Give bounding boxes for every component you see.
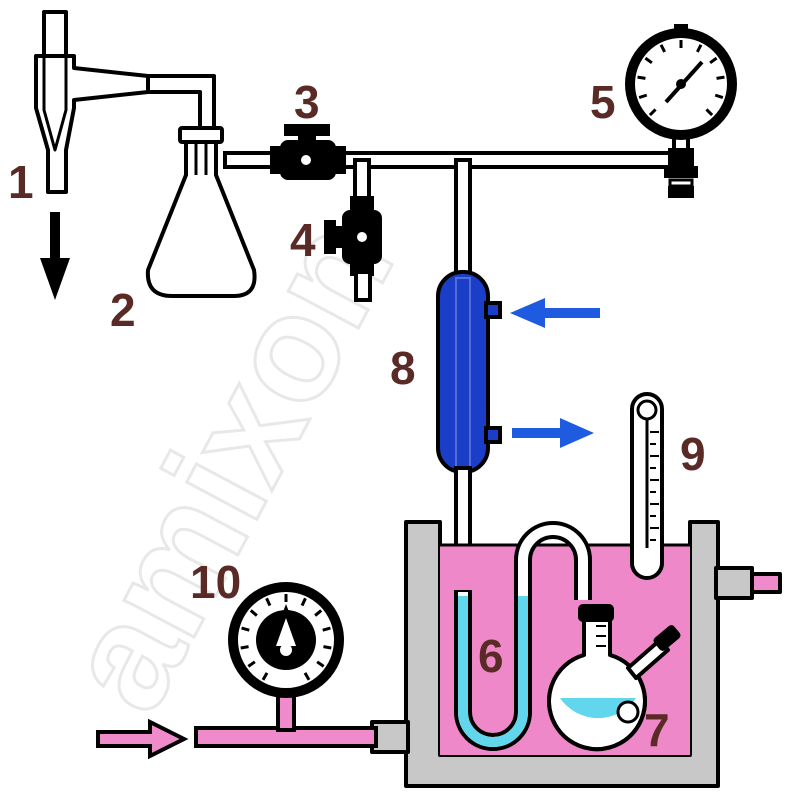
- tick-mark: [659, 44, 666, 53]
- tick-mark: [323, 645, 332, 650]
- pressure-gauge: [625, 24, 737, 198]
- tick-mark: [316, 660, 325, 668]
- tick-mark: [265, 597, 272, 607]
- condenser: [436, 270, 502, 474]
- tick-mark: [322, 626, 331, 632]
- tick-mark: [716, 75, 725, 80]
- tick-mark: [300, 597, 307, 607]
- tick-mark: [241, 626, 250, 632]
- coolant-in-arrow: [510, 298, 600, 328]
- coolant-arrows: [510, 298, 600, 448]
- tick-mark: [249, 609, 258, 617]
- valve-4[interactable]: [324, 196, 382, 302]
- valve-3[interactable]: [270, 124, 346, 180]
- tick-mark: [705, 108, 714, 117]
- tick-mark: [638, 93, 648, 100]
- tick-mark: [261, 672, 269, 681]
- tick-mark: [648, 108, 657, 117]
- sample-flask-7: [547, 604, 681, 752]
- tick-mark: [714, 93, 724, 100]
- label-2: 2: [110, 284, 136, 336]
- label-8: 8: [390, 342, 416, 394]
- label-1: 1: [8, 156, 34, 208]
- label-9: 9: [680, 428, 706, 480]
- gauge-ticks: [637, 40, 725, 117]
- condenser-jacket: [436, 270, 490, 474]
- thermometer-9: [630, 392, 664, 580]
- label-6: 6: [478, 630, 504, 682]
- label-3: 3: [294, 76, 320, 128]
- label-7: 7: [644, 704, 670, 756]
- tick-mark: [247, 660, 256, 668]
- tick-mark: [644, 56, 653, 65]
- label-10: 10: [190, 556, 241, 608]
- label-4: 4: [290, 214, 316, 266]
- inlet-arrow: [96, 718, 189, 760]
- dial-gauge-10[interactable]: [228, 582, 344, 698]
- aspirator-pump: [34, 10, 216, 300]
- coolant-out-arrow: [512, 418, 594, 448]
- tick-mark: [314, 609, 323, 617]
- label-5: 5: [590, 76, 616, 128]
- tick-mark: [709, 56, 718, 65]
- tick-mark: [637, 75, 646, 80]
- tick-mark: [696, 44, 703, 53]
- inlet-line: [96, 688, 378, 760]
- tick-mark: [240, 645, 249, 650]
- trap-flask: [145, 126, 257, 298]
- tick-mark: [303, 672, 311, 681]
- u-tube-6: [454, 521, 592, 751]
